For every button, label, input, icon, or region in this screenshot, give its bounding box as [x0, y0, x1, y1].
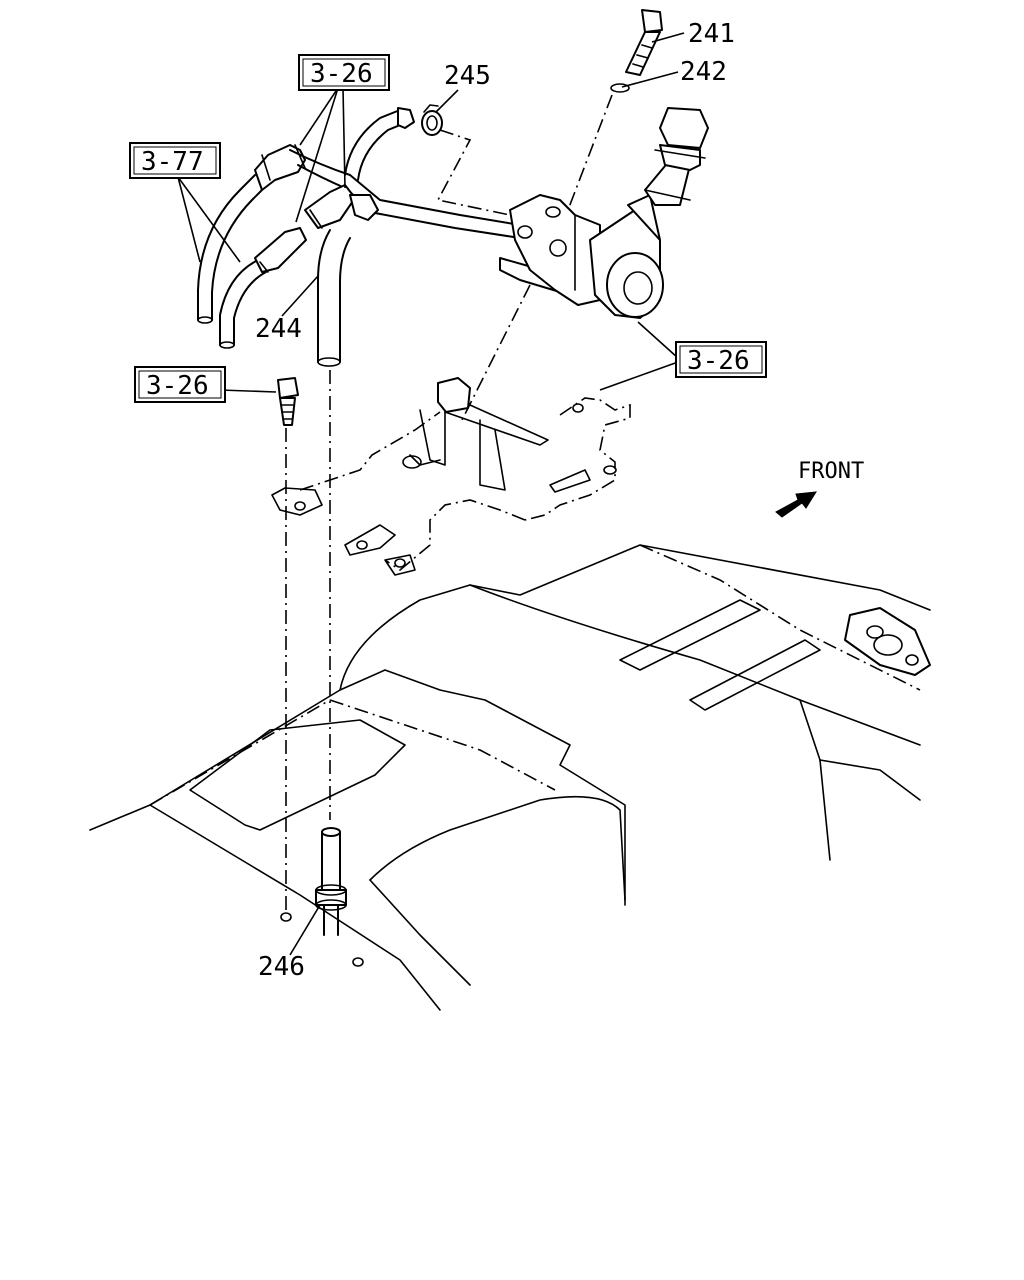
part-labels: 241 242 245 244 246 3-26 3-77 3-26 3-26: [129, 19, 767, 982]
front-arrow-icon: [775, 491, 817, 518]
label-245: 245: [444, 61, 491, 91]
ref-box-3-77: 3-77: [129, 142, 221, 179]
ref-box-3-26-top: 3-26: [298, 54, 390, 91]
front-indicator: FRONT: [775, 459, 864, 518]
pipe-246: [315, 827, 347, 936]
hose-top: [289, 107, 521, 239]
bolt-241: [625, 9, 663, 76]
label-3-26-top: 3-26: [310, 59, 373, 89]
label-3-77: 3-77: [141, 147, 204, 177]
valve-assembly: [499, 107, 709, 319]
washer-242: [610, 83, 630, 93]
floor-panel: [89, 544, 931, 1011]
bracket-plate: [271, 377, 631, 576]
hose-244: [317, 229, 351, 367]
label-3-26-right: 3-26: [687, 346, 750, 376]
screw-fitting: [277, 377, 299, 426]
leader-lines: [177, 32, 685, 956]
hose-left-pair: [197, 144, 307, 349]
front-label: FRONT: [798, 459, 864, 484]
ref-box-3-26-right: 3-26: [675, 341, 767, 378]
label-241: 241: [688, 19, 735, 49]
label-242: 242: [680, 57, 727, 87]
ref-box-3-26-left: 3-26: [134, 366, 226, 403]
label-3-26-left: 3-26: [146, 371, 209, 401]
label-246: 246: [258, 952, 305, 982]
label-244: 244: [255, 314, 302, 344]
clamp-245: [421, 104, 443, 136]
